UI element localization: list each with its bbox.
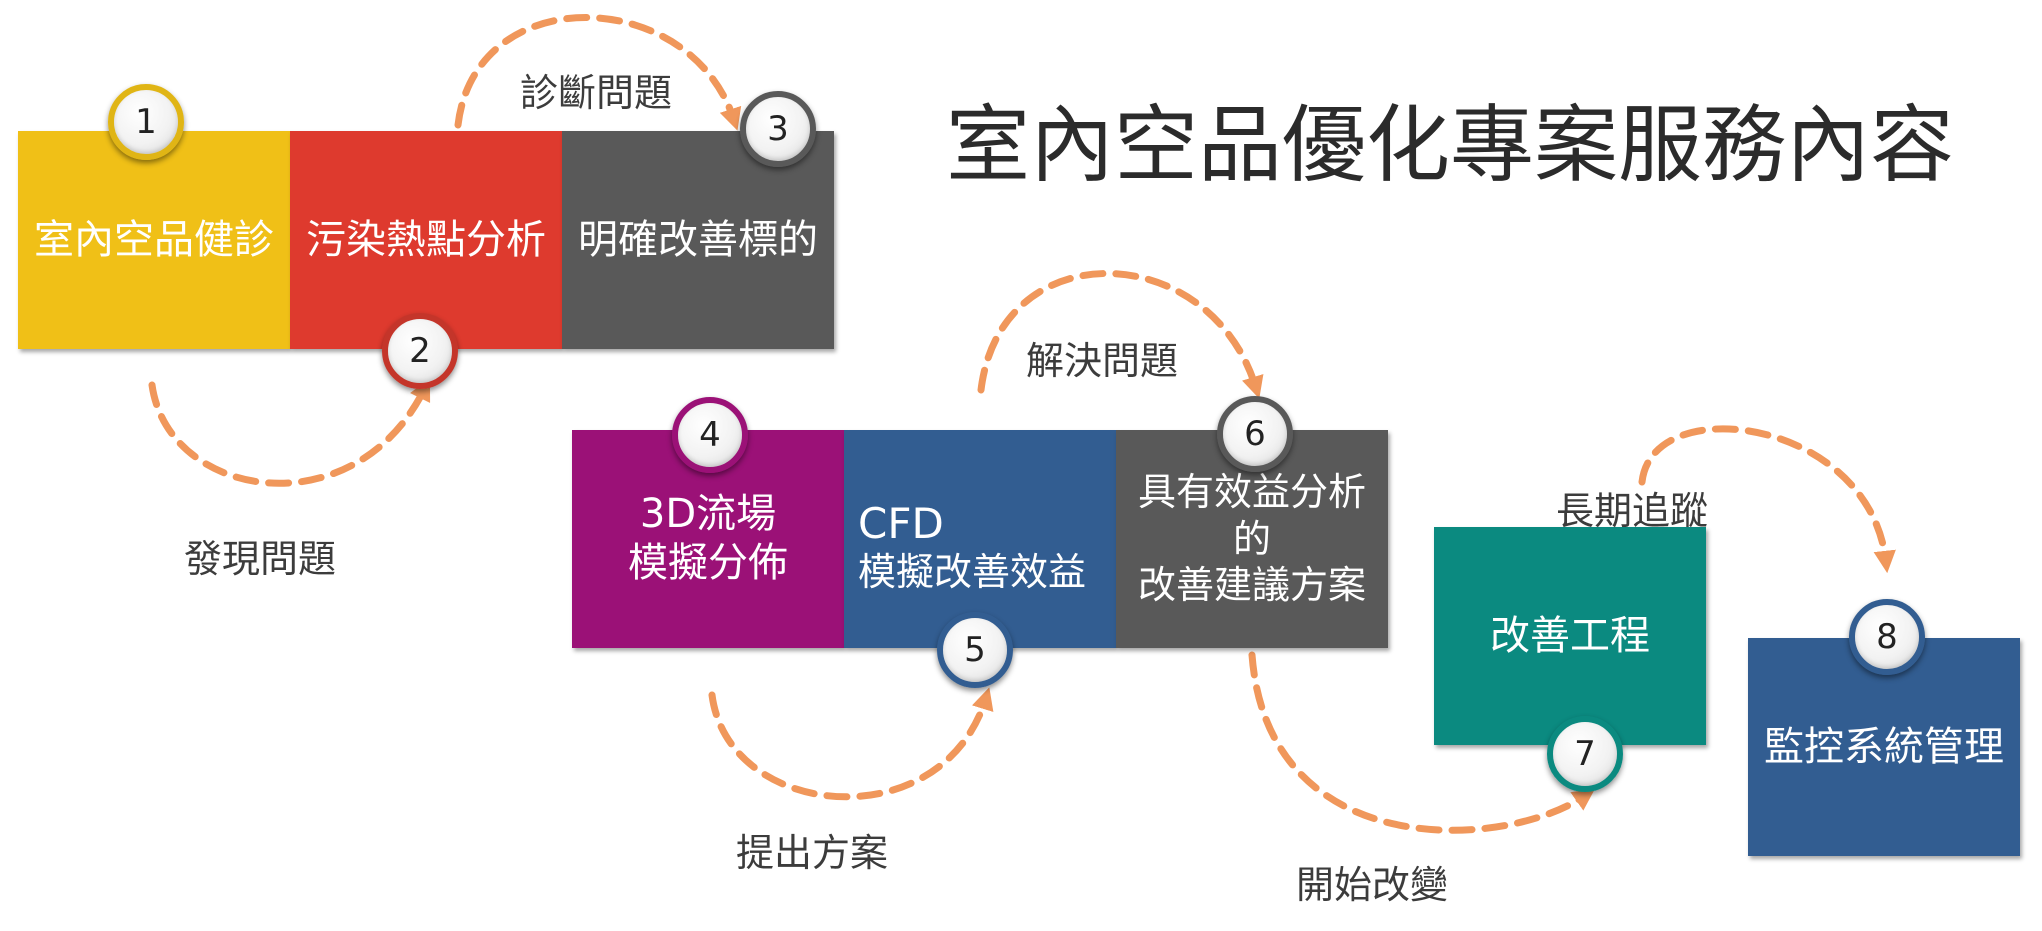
box-improvement-proposal: 具有效益分析 的 改善建議方案: [1116, 430, 1388, 648]
step-number: 6: [1244, 414, 1266, 454]
box-improvement-works: 改善工程: [1434, 527, 1706, 745]
step-badge-5: 5: [937, 612, 1013, 688]
arrow-propose: [708, 687, 994, 801]
box-indoor-air-checkup: 室內空品健診: [18, 131, 290, 349]
step-badge-3: 3: [740, 91, 816, 167]
box-pollution-hotspot: 污染熱點分析: [290, 131, 562, 349]
arrow-discover: [148, 377, 431, 487]
step-number: 4: [699, 415, 721, 455]
box-label-line1: CFD: [858, 499, 944, 548]
step-badge-7: 7: [1547, 716, 1623, 792]
box-label: 監控系統管理: [1764, 723, 2004, 770]
step-badge-2: 2: [382, 313, 458, 389]
box-label: 改善工程: [1490, 612, 1650, 659]
box-label: 具有效益分析 的 改善建議方案: [1137, 470, 1366, 608]
step-number: 1: [135, 102, 157, 142]
caption-propose-solution: 提出方案: [736, 831, 889, 875]
box-label-line2: 模擬改善效益: [858, 550, 1087, 595]
caption-diagnose-problem: 診斷問題: [520, 71, 673, 115]
caption-long-term-tracking: 長期追蹤: [1556, 489, 1709, 533]
box-label: 室內空品健診: [34, 216, 274, 263]
box-label: 明確改善標的: [578, 216, 818, 263]
step-number: 8: [1876, 617, 1898, 657]
box-label: 污染熱點分析: [306, 216, 546, 263]
step-badge-8: 8: [1849, 599, 1925, 675]
box-cfd-simulation: CFD 模擬改善效益: [844, 430, 1116, 648]
step-badge-1: 1: [108, 84, 184, 160]
box-improvement-target: 明確改善標的: [562, 131, 834, 349]
caption-start-change: 開始改變: [1296, 863, 1449, 907]
step-badge-6: 6: [1217, 396, 1293, 472]
step-number: 5: [964, 630, 986, 670]
caption-solve-problem: 解決問題: [1026, 339, 1179, 383]
step-number: 2: [409, 331, 431, 371]
page-title: 室內空品優化專案服務內容: [946, 96, 1955, 194]
step-number: 7: [1574, 734, 1596, 774]
box-label: 3D流場 模擬分佈: [628, 491, 788, 586]
step-number: 3: [767, 109, 789, 149]
caption-discover-problem: 發現問題: [184, 537, 337, 581]
step-badge-4: 4: [672, 397, 748, 473]
